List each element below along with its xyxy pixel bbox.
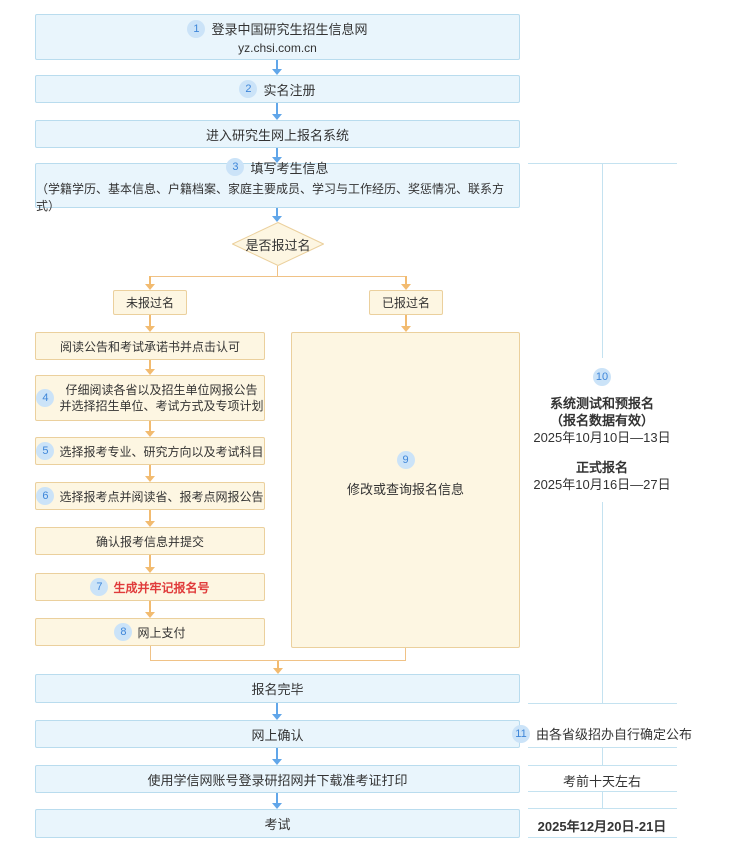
connector-line xyxy=(150,660,406,661)
arrow-down-icon xyxy=(273,661,283,674)
step-1-badge: 1 xyxy=(187,19,206,38)
sidebar-line xyxy=(528,703,677,704)
step-enter-system-box: 进入研究生网上报名系统 xyxy=(35,120,520,148)
arrow-down-icon xyxy=(272,703,282,720)
step-registration-number-box: 7 生成并牢记报名号 xyxy=(35,573,265,601)
step-choose-exam-site-label: 选择报考点并阅读省、报考点网报公告 xyxy=(59,489,264,504)
step-11-badge: 11 xyxy=(511,724,530,743)
decision-label: 是否报过名 xyxy=(245,237,311,253)
step-read-notice-label: 阅读公告和考试承诺书并点击认可 xyxy=(59,339,240,354)
arrow-down-icon xyxy=(145,555,155,573)
arrow-down-icon xyxy=(272,748,282,765)
sidebar-line xyxy=(528,808,677,809)
step-online-confirm-box: 网上确认 xyxy=(35,720,520,748)
official-registration-title: 正式报名 xyxy=(575,460,628,475)
step-login-box: 1 登录中国研究生招生信息网 yz.chsi.com.cn xyxy=(35,14,520,60)
step-10-badge: 10 xyxy=(593,368,611,386)
sidebar-line xyxy=(602,791,603,808)
step-fill-info-label: 填写考生信息 xyxy=(250,160,329,176)
step-register-box: 2 实名注册 xyxy=(35,75,520,103)
arrow-down-icon xyxy=(145,601,155,618)
sidebar-line xyxy=(602,502,603,703)
step-read-announcements-line2: 并选择招生单位、考试方式及专项计划 xyxy=(59,399,264,413)
test-preregistration-dates: 2025年10月10日—13日 xyxy=(533,430,671,445)
step-2-badge: 2 xyxy=(239,80,258,98)
connector-line xyxy=(150,276,406,277)
step-exam-box: 考试 xyxy=(35,809,520,838)
sidebar-line xyxy=(602,747,603,765)
arrow-down-icon xyxy=(272,148,282,163)
arrow-down-icon xyxy=(272,208,282,222)
decision-registered-before: 是否报过名 xyxy=(232,222,324,266)
step-confirm-submit-box: 确认报考信息并提交 xyxy=(35,527,265,555)
step-enter-system-label: 进入研究生网上报名系统 xyxy=(205,127,349,143)
step-login-row: 1 登录中国研究生招生信息网 xyxy=(187,19,368,38)
step-modify-query-box: 9 修改或查询报名信息 xyxy=(291,332,520,648)
sidebar-line xyxy=(528,837,677,838)
connector-line xyxy=(277,266,278,276)
step-3-badge: 3 xyxy=(226,158,245,176)
branch-not-registered: 未报过名 xyxy=(113,290,187,315)
step-9-badge: 9 xyxy=(396,450,415,469)
arrow-down-icon xyxy=(272,793,282,809)
arrow-down-icon xyxy=(272,60,282,75)
arrow-down-icon xyxy=(145,465,155,482)
official-registration-dates: 2025年10月16日—27日 xyxy=(533,477,671,492)
step-7-badge: 7 xyxy=(90,578,109,596)
step-online-confirm-label: 网上确认 xyxy=(251,727,304,743)
sidebar-note-ten-days: 考前十天左右 xyxy=(502,771,702,790)
arrow-down-icon xyxy=(145,421,155,437)
step-registration-complete-box: 报名完毕 xyxy=(35,674,520,703)
sidebar-note-test-preregistration: 10 系统测试和预报名 （报名数据有效） 2025年10月10日—13日 正式报… xyxy=(502,368,702,493)
sidebar-line xyxy=(602,163,603,358)
arrow-down-icon xyxy=(272,103,282,120)
sidebar-line xyxy=(528,765,677,766)
sidebar-note-province-announce: 11 由各省级招办自行确定公布 xyxy=(502,724,702,743)
step-modify-query-label: 修改或查询报名信息 xyxy=(346,481,464,497)
step-confirm-submit-label: 确认报考信息并提交 xyxy=(95,534,204,549)
step-choose-exam-site-box: 6 选择报考点并阅读省、报考点网报公告 xyxy=(35,482,265,510)
step-fill-info-box: 3 填写考生信息 （学籍学历、基本信息、户籍档案、家庭主要成员、学习与工作经历、… xyxy=(35,158,520,213)
ten-days-label: 考前十天左右 xyxy=(562,774,641,789)
step-read-notice-box: 阅读公告和考试承诺书并点击认可 xyxy=(35,332,265,360)
arrow-down-icon xyxy=(401,315,411,332)
branch-registered-label: 已报过名 xyxy=(381,296,430,310)
step-online-payment-box: 8 网上支付 xyxy=(35,618,265,646)
sidebar-note-exam-dates: 2025年12月20日-21日 xyxy=(502,816,702,835)
arrow-down-icon xyxy=(401,276,411,290)
province-announce-label: 由各省级招办自行确定公布 xyxy=(535,727,692,742)
step-choose-major-box: 5 选择报考专业、研究方向以及考试科目 xyxy=(35,437,265,465)
step-fill-info-detail: （学籍学历、基本信息、户籍档案、家庭主要成员、学习与工作经历、奖惩情况、联系方式… xyxy=(36,181,505,213)
step-download-ticket-box: 使用学信网账号登录研招网并下载准考证打印 xyxy=(35,765,520,793)
diamond-shape-icon xyxy=(232,222,324,266)
step-login-label: 登录中国研究生招生信息网 xyxy=(211,22,368,37)
step-read-announcements-line1: 仔细阅读各省以及招生单位网报公告 xyxy=(65,383,258,397)
step-5-badge: 5 xyxy=(36,442,55,460)
step-register-label: 实名注册 xyxy=(263,82,316,98)
step-read-announcements-box: 4 仔细阅读各省以及招生单位网报公告 并选择招生单位、考试方式及专项计划 xyxy=(35,375,265,421)
connector-line xyxy=(150,646,151,661)
exam-dates-label: 2025年12月20日-21日 xyxy=(537,819,667,834)
test-preregistration-subtitle: （报名数据有效） xyxy=(549,413,654,428)
step-8-badge: 8 xyxy=(114,623,133,641)
connector-line xyxy=(405,648,406,661)
test-preregistration-title: 系统测试和预报名 xyxy=(549,396,654,411)
branch-registered: 已报过名 xyxy=(369,290,443,315)
arrow-down-icon xyxy=(145,510,155,527)
step-login-url: yz.chsi.com.cn xyxy=(238,41,317,55)
step-6-badge: 6 xyxy=(36,487,55,505)
branch-not-registered-label: 未报过名 xyxy=(125,296,174,310)
arrow-down-icon xyxy=(145,315,155,332)
step-registration-number-label: 生成并牢记报名号 xyxy=(113,580,210,595)
step-download-ticket-label: 使用学信网账号登录研招网并下载准考证打印 xyxy=(147,772,408,788)
step-choose-major-label: 选择报考专业、研究方向以及考试科目 xyxy=(59,444,264,459)
step-exam-label: 考试 xyxy=(264,817,291,832)
step-registration-complete-label: 报名完毕 xyxy=(251,682,304,697)
arrow-down-icon xyxy=(145,276,155,290)
step-online-payment-label: 网上支付 xyxy=(137,625,186,640)
arrow-down-icon xyxy=(145,360,155,375)
step-4-badge: 4 xyxy=(36,389,55,407)
